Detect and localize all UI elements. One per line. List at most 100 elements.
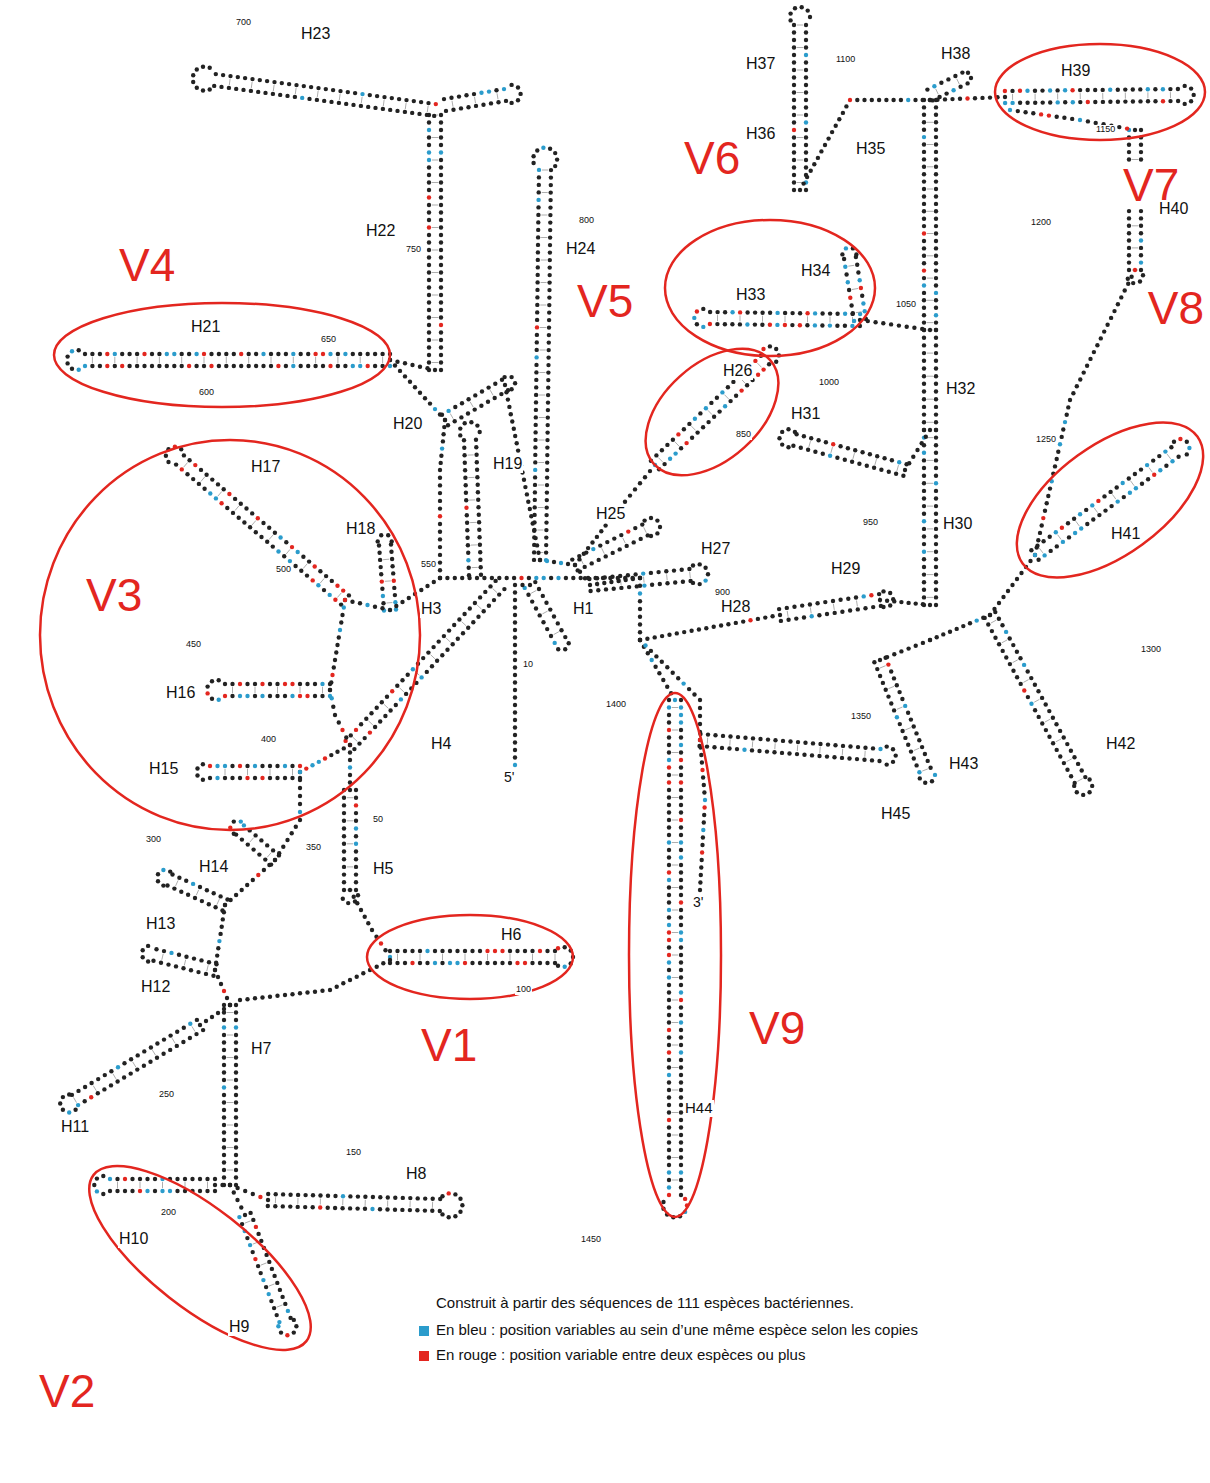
nucleotide-dot — [534, 355, 538, 359]
nucleotide-dot — [190, 1177, 194, 1181]
base-pair-tick — [762, 316, 763, 322]
nucleotide-dot — [934, 474, 938, 478]
nucleotide-dot — [311, 1205, 315, 1209]
nucleotide-dot — [254, 352, 258, 356]
nucleotide-dot — [476, 490, 480, 494]
nucleotide-dot — [269, 1299, 273, 1303]
base-pair-tick — [493, 589, 497, 593]
nucleotide-dot — [563, 945, 567, 949]
base-pair-tick — [927, 551, 933, 552]
nucleotide-dot — [922, 313, 926, 317]
nucleotide-dot — [342, 842, 346, 846]
base-pair-tick — [787, 611, 789, 617]
base-pair-tick — [431, 655, 435, 659]
nucleotide-dot — [358, 364, 362, 368]
base-pair-tick — [542, 170, 548, 171]
nucleotide-dot — [410, 111, 414, 115]
nucleotide-dot — [534, 370, 538, 374]
nucleotide-dot — [1072, 784, 1076, 788]
nucleotide-dot — [299, 364, 303, 368]
nucleotide-dot — [709, 401, 713, 405]
nucleotide-dot — [392, 586, 396, 590]
nucleotide-dot — [377, 543, 381, 547]
nucleotide-dot — [625, 544, 629, 548]
nucleotide-dot — [427, 158, 431, 162]
nucleotide-dot — [292, 1318, 296, 1322]
nucleotide-dot — [939, 81, 943, 85]
nucleotide-dot — [871, 605, 875, 609]
nucleotide-dot — [253, 776, 257, 780]
nucleotide-dot — [1083, 775, 1087, 779]
base-pair-tick — [347, 866, 353, 867]
nucleotide-dot — [668, 457, 672, 461]
nucleotide-dot — [328, 593, 332, 597]
nucleotide-dot — [604, 587, 608, 591]
nucleotide-dot — [222, 1085, 226, 1089]
nucleotide-dot — [421, 656, 425, 660]
base-pair-tick — [897, 707, 903, 709]
nucleotide-dot — [260, 694, 264, 698]
base-pair-tick — [1035, 94, 1036, 100]
nucleotide-dot — [804, 135, 808, 139]
base-pair-tick — [204, 357, 205, 363]
nucleotide-dot — [857, 462, 861, 466]
nucleotide-dot — [934, 420, 938, 424]
nucleotide-dot — [205, 684, 209, 688]
base-pair-tick — [117, 1182, 118, 1188]
nucleotide-dot — [476, 505, 480, 509]
nucleotide-dot — [305, 682, 309, 686]
base-pair-tick — [1077, 779, 1082, 782]
nucleotide-dot — [460, 401, 464, 405]
nucleotide-dot — [280, 81, 284, 85]
nucleotide-dot — [774, 360, 778, 364]
nucleotide-dot — [212, 891, 216, 895]
nucleotide-dot — [777, 607, 781, 611]
nucleotide-dot — [934, 405, 938, 409]
nucleotide-dot — [204, 473, 208, 477]
nucleotide-dot — [359, 104, 363, 108]
nucleotide-dot — [391, 571, 395, 575]
nucleotide-dot — [193, 463, 197, 467]
nucleotide-dot — [222, 1168, 226, 1172]
nucleotide-dot — [1128, 491, 1132, 495]
nucleotide-dot — [253, 682, 257, 686]
nucleotide-dot — [406, 673, 410, 677]
nucleotide-dot — [338, 89, 342, 93]
nucleotide-dot — [116, 1065, 120, 1069]
nucleotide-dot — [546, 423, 550, 427]
nucleotide-dot — [545, 475, 549, 479]
nucleotide-dot — [427, 300, 431, 304]
nucleotide-dot — [1187, 446, 1191, 450]
nucleotide-dot — [1158, 468, 1162, 472]
nucleotide-dot — [922, 557, 926, 561]
nucleotide-dot — [768, 323, 772, 327]
nucleotide-dot — [390, 564, 394, 568]
base-pair-tick — [184, 463, 188, 468]
nucleotide-dot — [234, 1138, 238, 1142]
nucleotide-dot — [934, 246, 938, 250]
nucleotide-dot — [708, 322, 712, 326]
nucleotide-dot — [712, 415, 716, 419]
nucleotide-dot — [234, 1123, 238, 1127]
nucleotide-dot — [1060, 526, 1064, 530]
nucleotide-dot — [77, 368, 81, 372]
nucleotide-dot — [846, 280, 850, 284]
base-pair-tick — [810, 607, 812, 613]
nucleotide-dot — [906, 711, 910, 715]
nucleotide-dot — [953, 74, 957, 78]
nucleotide-dot — [305, 694, 309, 698]
nucleotide-dot — [354, 819, 358, 823]
nucleotide-dot — [922, 405, 926, 409]
base-pair-tick — [658, 458, 662, 462]
nucleotide-dot — [1146, 99, 1150, 103]
nucleotide-dot — [222, 1063, 226, 1067]
nucleotide-dot — [90, 364, 94, 368]
nucleotide-dot — [403, 110, 407, 114]
nucleotide-dot — [828, 323, 832, 327]
nucleotide-dot — [790, 311, 794, 315]
nucleotide-dot — [922, 397, 926, 401]
nucleotide-dot — [210, 697, 214, 701]
nucleotide-dot — [261, 1278, 265, 1282]
base-pair-tick — [245, 1221, 251, 1223]
nucleotide-dot — [257, 852, 261, 856]
